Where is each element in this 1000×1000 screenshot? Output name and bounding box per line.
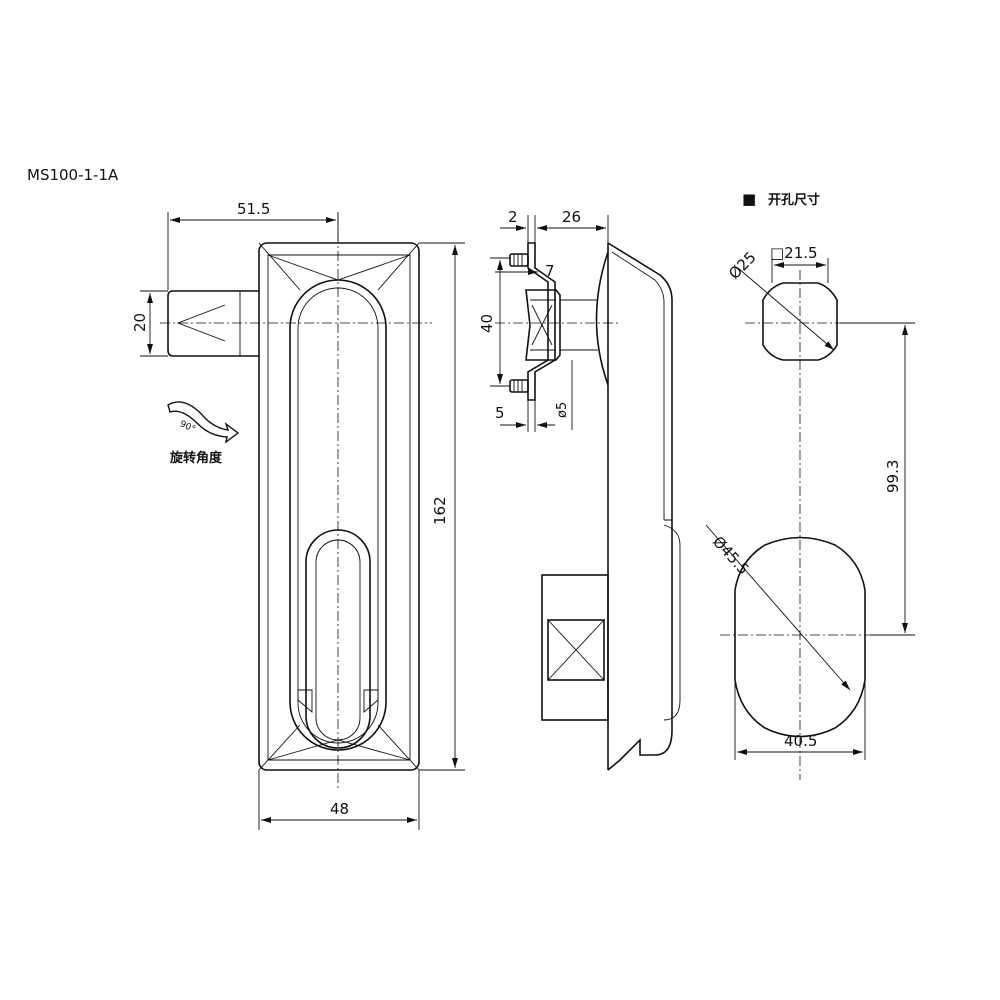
screw-bottom	[509, 379, 529, 393]
front-view	[160, 215, 432, 790]
dim-square-21-5: □21.5	[770, 244, 818, 262]
dim-99-3: 99.3	[884, 460, 902, 493]
dim-line-phi45-5	[705, 524, 851, 691]
dim-5: 5	[495, 404, 505, 422]
dim-40-5: 40.5	[784, 732, 817, 750]
handle-profile-inner	[611, 251, 672, 521]
cutout-view	[720, 270, 880, 780]
shaft	[559, 299, 598, 351]
dim-line-phi25	[737, 267, 835, 351]
dim-2: 2	[508, 208, 518, 226]
screw-top	[509, 253, 529, 267]
dome-cap	[595, 251, 609, 386]
front-dimensions: 51.5 20 162 48	[131, 200, 465, 830]
model-number: MS100-1-1A	[27, 166, 119, 184]
dim-162: 162	[431, 496, 449, 525]
grip-tabs	[297, 689, 379, 713]
legend-bullet: ■	[742, 190, 756, 208]
legend-label: 开孔尺寸	[768, 192, 820, 208]
dim-phi45-5: Ø45.5	[709, 533, 753, 579]
side-dimensions: 2 26 7 40 5 ø5	[478, 208, 609, 432]
side-view	[495, 242, 681, 771]
dim-51-5: 51.5	[237, 200, 270, 218]
rotation-indicator: 90° 旋转角度	[167, 401, 240, 466]
dim-20: 20	[131, 313, 149, 332]
dim-48: 48	[330, 800, 349, 818]
lower-grip-profile	[663, 524, 681, 721]
handle-body-outline	[258, 242, 420, 771]
cam-cross	[530, 299, 556, 351]
handle-profile	[607, 242, 673, 771]
small-cutout	[762, 282, 838, 361]
dim-40: 40	[478, 314, 496, 333]
lock-cross	[547, 619, 605, 681]
dim-phi5: ø5	[555, 402, 570, 418]
bevel-corners	[258, 242, 420, 771]
rotation-arrow-icon	[167, 401, 240, 444]
dim-7: 7	[545, 262, 555, 280]
dim-phi25: Ø25	[725, 248, 760, 283]
rotation-label: 旋转角度	[169, 450, 223, 466]
rotation-angle: 90°	[178, 419, 197, 435]
lock-housing	[541, 574, 609, 721]
lock-square	[547, 619, 605, 681]
cutout-dimensions: □21.5 Ø25 99.3 Ø45.5 40.5	[705, 244, 915, 760]
latch-tongue	[167, 290, 259, 357]
dim-26: 26	[562, 208, 581, 226]
cam-block	[525, 289, 561, 361]
